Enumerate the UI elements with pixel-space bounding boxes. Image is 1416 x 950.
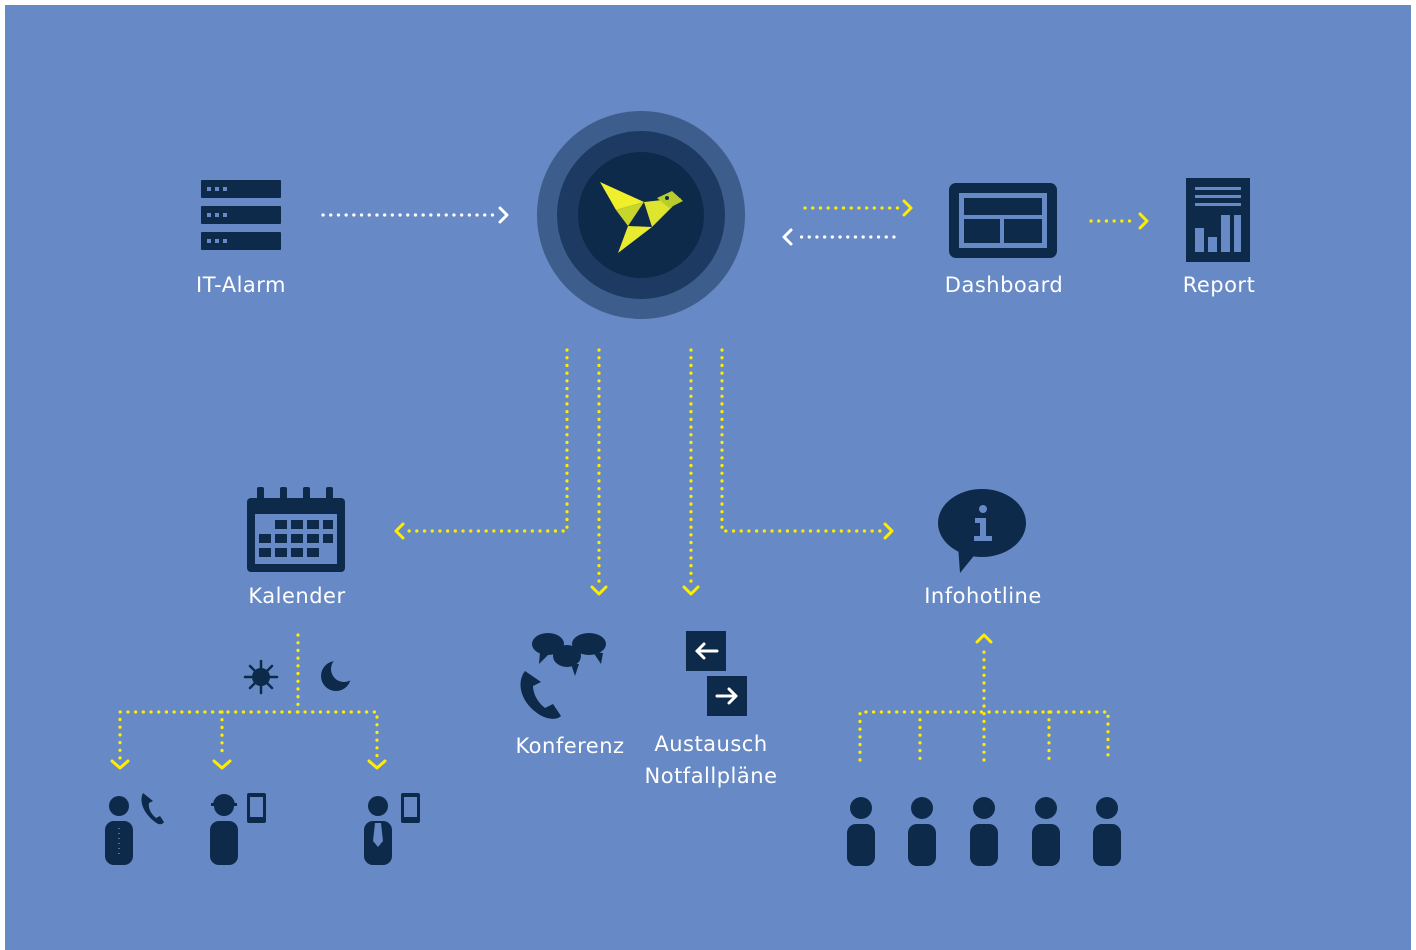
connector-hub-to-kalender <box>394 348 569 540</box>
server-rack-icon <box>201 180 281 250</box>
report-label: Report <box>1182 273 1256 297</box>
caller-person-icon <box>1093 797 1121 866</box>
dashboard-label: Dashboard <box>944 273 1064 297</box>
caller-person-icon <box>847 797 875 866</box>
connector-it-alarm-to-hub <box>321 206 509 224</box>
kalender-label: Kalender <box>248 584 346 608</box>
exchange-arrows-icon <box>686 631 747 716</box>
austausch-label-line1: Austausch <box>654 732 768 756</box>
info-bubble-icon <box>938 489 1026 573</box>
sun-icon <box>243 659 279 695</box>
it-alarm-label: IT-Alarm <box>196 273 286 297</box>
connector-kalender-to-on-call <box>110 633 387 770</box>
dashboard-icon <box>949 183 1057 258</box>
moon-icon <box>321 656 357 691</box>
caller-person-icon <box>908 797 936 866</box>
connector-dashboard-to-hub <box>782 228 896 246</box>
diagram-canvas: IT-Alarm Dashboard Report Kalender Infoh… <box>5 5 1411 950</box>
conference-chat-phone-icon <box>520 633 606 719</box>
report-chart-icon <box>1186 178 1250 262</box>
connector-hub-to-austausch <box>682 348 700 596</box>
person-tie-mobile-icon <box>364 793 420 865</box>
hub-bird-logo <box>537 111 745 319</box>
person-helmet-mobile-icon <box>210 793 266 865</box>
connector-hub-to-dashboard <box>803 199 913 217</box>
calendar-icon <box>247 487 345 572</box>
infohotline-label: Infohotline <box>924 584 1042 608</box>
connector-callers-to-infohotline <box>858 633 1110 762</box>
connector-hub-to-konferenz <box>590 348 608 596</box>
austausch-label: Austausch Notfallpläne <box>645 728 778 792</box>
flow-diagram <box>105 111 1250 866</box>
caller-person-icon <box>1032 797 1060 866</box>
bird-logo-icon <box>600 182 683 253</box>
person-phone-icon <box>105 793 164 865</box>
connector-dashboard-to-report <box>1089 212 1149 230</box>
hotline-callers <box>847 797 1121 866</box>
caller-person-icon <box>970 797 998 866</box>
connector-hub-to-infohotline <box>720 348 894 540</box>
konferenz-label: Konferenz <box>515 734 625 758</box>
austausch-label-line2: Notfallpläne <box>644 764 778 788</box>
